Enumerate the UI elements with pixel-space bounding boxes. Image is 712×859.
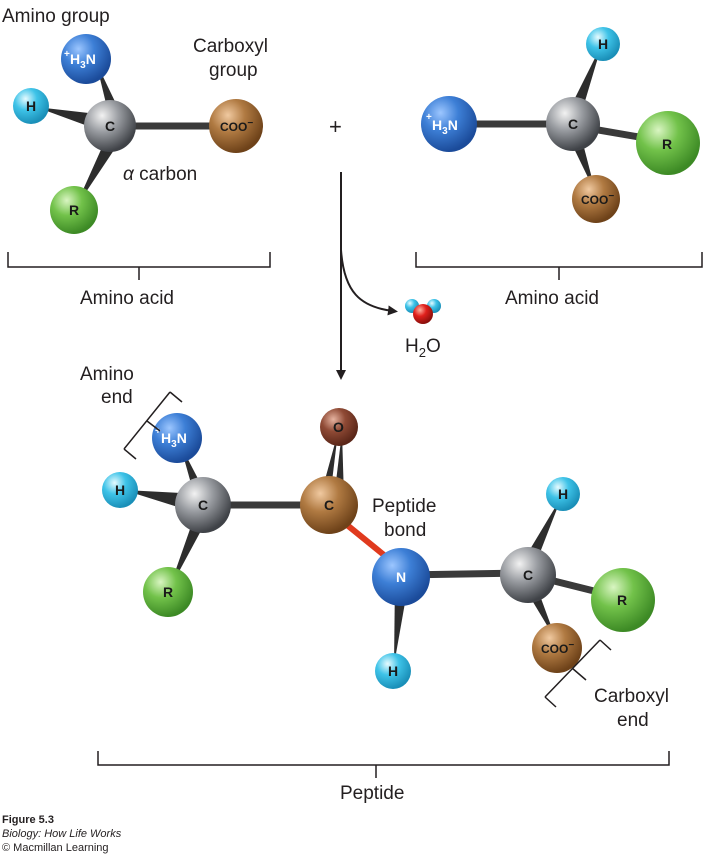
peptide-bond-label-line2: bond xyxy=(384,520,426,541)
carbon-label: C xyxy=(198,497,208,513)
hydrogen-atom xyxy=(586,27,620,61)
hydrogen-atom xyxy=(546,477,580,511)
hydrogen-label: H xyxy=(115,482,125,498)
amino-plus-sup: + xyxy=(426,112,432,123)
alpha-carbon-atom xyxy=(546,97,600,151)
water-o-atom xyxy=(413,304,433,324)
carboxyl-end-bracket xyxy=(544,639,612,708)
carbon-label: C xyxy=(105,118,115,134)
r-group-label: R xyxy=(617,592,627,608)
amino-plus-sup: + xyxy=(155,426,161,437)
carboxyl-label: COO− xyxy=(581,191,614,207)
nitrogen-atom xyxy=(372,548,430,606)
carboxyl-atom xyxy=(572,175,620,223)
amino-plus-sup: + xyxy=(64,49,70,60)
hydrogen-atom xyxy=(375,653,411,689)
hydrogen-atom xyxy=(102,472,138,508)
figure-number: Figure 5.3 xyxy=(2,814,54,826)
alpha-carbon-atom xyxy=(500,547,556,603)
carboxyl-end-label-line2: end xyxy=(617,710,649,731)
amino-acid-right-bracket xyxy=(415,252,703,280)
water-formula-label: H2O xyxy=(405,336,441,360)
alpha-carbon-atom xyxy=(84,100,136,152)
amino-end-bracket xyxy=(123,391,183,460)
r-group-label: R xyxy=(163,584,173,600)
amino-acid-right-label: Amino acid xyxy=(505,288,599,309)
amino-acid-right: + H3N H C R COO− Amino acid xyxy=(415,27,703,309)
carbonyl-carbon-atom xyxy=(300,476,358,534)
amino-n-atom xyxy=(61,34,111,84)
peptide: + H3N H C R O C N H C H R COO− Amino end xyxy=(80,364,670,804)
amino-h3n-label: H3N xyxy=(70,51,96,71)
peptide-label: Peptide xyxy=(340,783,404,804)
hydrogen-label: H xyxy=(558,486,568,502)
carboxyl-atom xyxy=(209,99,263,153)
carboxyl-atom xyxy=(532,623,582,673)
r-group-label: R xyxy=(662,136,672,152)
plus-sign: + xyxy=(329,114,342,139)
peptide-bond-label-line1: Peptide xyxy=(372,496,436,517)
amino-n-atom xyxy=(152,413,202,463)
carboxyl-end-label-line1: Carboxyl xyxy=(594,686,669,707)
alpha-carbon-label: α carbon xyxy=(123,164,197,185)
oxygen-label: O xyxy=(333,419,344,435)
water-molecule: H2O xyxy=(405,299,441,360)
amino-h3n-label: H3N xyxy=(161,430,187,450)
amino-acid-left: + H3N H C R COO− Amino group Carboxyl gr… xyxy=(2,6,271,309)
carbonyl-carbon-label: C xyxy=(324,497,334,513)
r-group-label: R xyxy=(69,202,79,218)
amino-acid-left-label: Amino acid xyxy=(80,288,174,309)
amino-n-atom xyxy=(421,96,477,152)
hydrogen-label: H xyxy=(598,36,608,52)
publisher: © Macmillan Learning xyxy=(2,842,109,854)
carboxyl-group-label-line2: group xyxy=(209,60,258,81)
peptide-bracket xyxy=(97,751,670,778)
water-release-arrow xyxy=(340,249,398,316)
book-title: Biology: How Life Works xyxy=(2,828,122,840)
carbon-label: C xyxy=(568,116,578,132)
figure-credits: Figure 5.3 Biology: How Life Works © Mac… xyxy=(2,814,122,854)
amino-end-label-line1: Amino xyxy=(80,364,134,385)
carboxyl-label: COO− xyxy=(541,640,574,656)
amino-end-label-line2: end xyxy=(101,387,133,408)
oxygen-atom xyxy=(320,408,358,446)
carboxyl-group-label-line1: Carboxyl xyxy=(193,36,268,57)
r-group-atom xyxy=(143,567,193,617)
carboxyl-label: COO− xyxy=(220,118,253,134)
hydrogen-label: H xyxy=(26,98,36,114)
carbon-label: C xyxy=(523,567,533,583)
nitrogen-label: N xyxy=(396,569,406,585)
r-group-atom xyxy=(591,568,655,632)
amino-acid-left-bracket xyxy=(7,252,271,280)
hydrogen-label: H xyxy=(388,663,398,679)
hydrogen-atom xyxy=(13,88,49,124)
alpha-carbon-atom xyxy=(175,477,231,533)
amino-h3n-label: H3N xyxy=(432,117,458,137)
r-group-atom xyxy=(636,111,700,175)
amino-group-label: Amino group xyxy=(2,6,110,27)
r-group-atom xyxy=(50,186,98,234)
